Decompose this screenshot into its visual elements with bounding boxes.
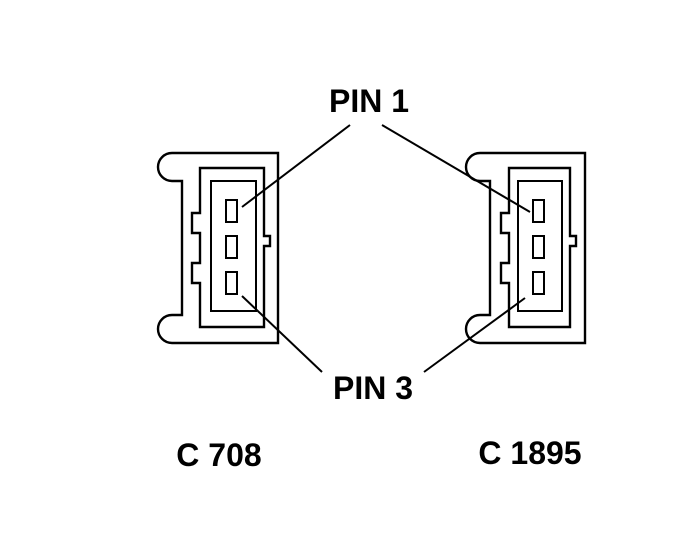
leader-pin1-left	[241, 124, 351, 208]
leader-pin3-right	[423, 297, 526, 373]
connector-c1895-body	[499, 166, 578, 329]
connector-c1895	[464, 151, 587, 345]
leader-lines	[241, 124, 531, 373]
connector-c708-pin-3	[225, 271, 238, 295]
connector-c1895-pin-2	[532, 235, 545, 259]
connector-c1895-housing	[464, 151, 587, 345]
pin3-label: PIN 3	[333, 370, 413, 406]
connector-c1895-pin-3	[532, 271, 545, 295]
connector-c708-housing	[156, 151, 280, 345]
connector-c708-cavity	[210, 180, 257, 312]
connector-c708-pin-2	[225, 235, 238, 259]
connector-c1895-cavity	[517, 180, 563, 312]
leader-pin3-left	[241, 295, 323, 373]
connector-c1895-pin-1	[532, 199, 545, 223]
leader-pin1-right	[381, 124, 531, 213]
connector-c1895-label: C 1895	[478, 435, 581, 471]
pin1-label: PIN 1	[329, 83, 409, 119]
connector-c708-label: C 708	[176, 437, 261, 473]
connector-c708-body	[190, 166, 272, 329]
connector-c708-pin-1	[225, 199, 238, 223]
connector-c708	[156, 151, 280, 345]
